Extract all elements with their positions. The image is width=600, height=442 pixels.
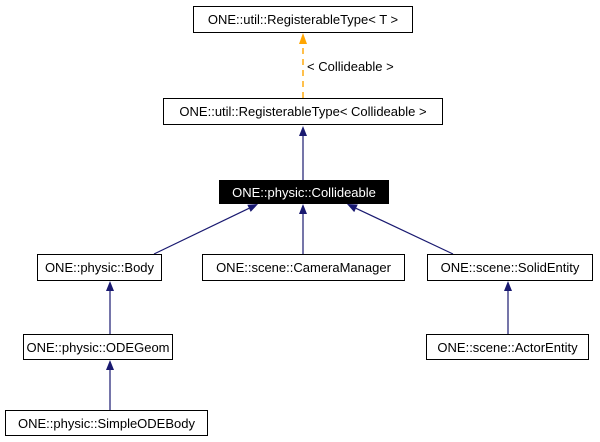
node-solid-entity[interactable]: ONE::scene::SolidEntity xyxy=(427,254,593,281)
node-simple-ode-body[interactable]: ONE::physic::SimpleODEBody xyxy=(5,410,208,436)
node-body[interactable]: ONE::physic::Body xyxy=(37,254,162,281)
node-ode-geom[interactable]: ONE::physic::ODEGeom xyxy=(23,334,173,360)
edge-template-collideable xyxy=(299,33,307,98)
edge-odegeom-to-body xyxy=(106,281,114,334)
edge-actorentity-to-solidentity xyxy=(504,281,512,334)
edge-simpleodebody-to-odegeom xyxy=(106,360,114,410)
edge-cameramanager-to-collideable xyxy=(299,204,307,254)
node-camera-manager[interactable]: ONE::scene::CameraManager xyxy=(202,254,405,281)
edge-collideable-to-registerabletype xyxy=(299,126,307,180)
node-registerable-type-t[interactable]: ONE::util::RegisterableType< T > xyxy=(193,6,413,33)
template-edge-label: < Collideable > xyxy=(307,59,394,74)
node-registerable-type-collideable[interactable]: ONE::util::RegisterableType< Collideable… xyxy=(163,98,443,125)
edge-body-to-collideable xyxy=(153,204,258,255)
node-collideable-current: ONE::physic::Collideable xyxy=(219,180,389,204)
node-actor-entity[interactable]: ONE::scene::ActorEntity xyxy=(426,334,589,360)
edge-solidentity-to-collideable xyxy=(347,204,454,255)
